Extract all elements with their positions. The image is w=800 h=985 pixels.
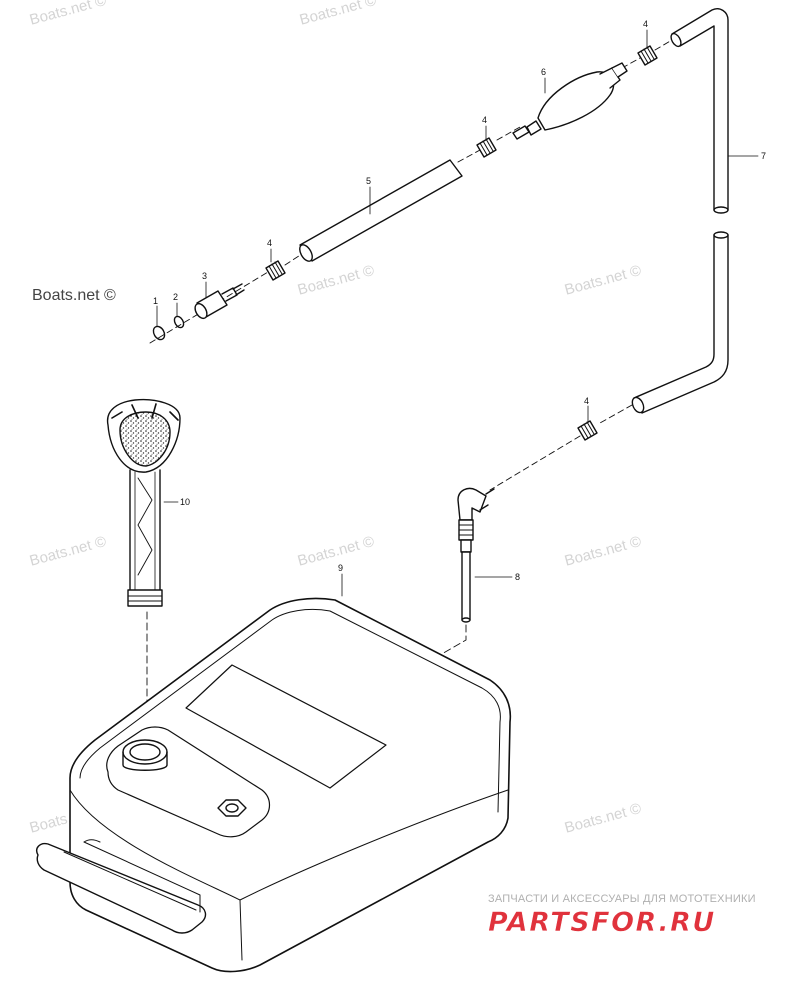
assembly-line xyxy=(489,404,633,491)
callout-3: 3 xyxy=(202,271,207,281)
primer-bulb-part xyxy=(512,62,628,140)
hose-part xyxy=(670,8,729,214)
callout-1: 1 xyxy=(153,296,158,306)
fuel-tank-part xyxy=(36,597,512,973)
fitting-part xyxy=(637,45,658,66)
callout-2: 2 xyxy=(173,292,178,302)
assembly-line xyxy=(621,39,673,69)
callout-8: 8 xyxy=(515,572,520,582)
callout-10: 10 xyxy=(180,497,190,507)
brand-subtitle: ЗАПЧАСТИ И АКСЕССУАРЫ ДЛЯ МОТОТЕХНИКИ xyxy=(488,893,756,905)
watermark-dark: Boats.net © xyxy=(32,287,116,304)
o-ring-part xyxy=(152,325,166,341)
fitting-part xyxy=(476,137,497,158)
fitting-part xyxy=(577,420,598,441)
hose-part xyxy=(631,231,729,414)
brand-logo-text: PARTSFOR.RU xyxy=(488,907,716,937)
callout-5: 5 xyxy=(366,176,371,186)
callout-7: 7 xyxy=(761,151,766,161)
callout-4: 4 xyxy=(267,238,272,248)
callout-6: 6 xyxy=(541,67,546,77)
callout-4: 4 xyxy=(482,115,487,125)
hose-part xyxy=(299,159,463,262)
callout-4: 4 xyxy=(643,19,648,29)
fitting-part xyxy=(265,260,286,281)
assembly-line xyxy=(457,126,521,163)
callout-9: 9 xyxy=(338,563,343,573)
pickup-tube-part xyxy=(457,487,495,623)
assembly-line xyxy=(231,624,467,776)
brand-logo: PARTSFOR.RU xyxy=(488,907,716,937)
washer-part xyxy=(173,315,185,329)
connector-part xyxy=(194,283,245,320)
callout-4: 4 xyxy=(584,396,589,406)
fuel-gauge-part xyxy=(106,398,181,607)
